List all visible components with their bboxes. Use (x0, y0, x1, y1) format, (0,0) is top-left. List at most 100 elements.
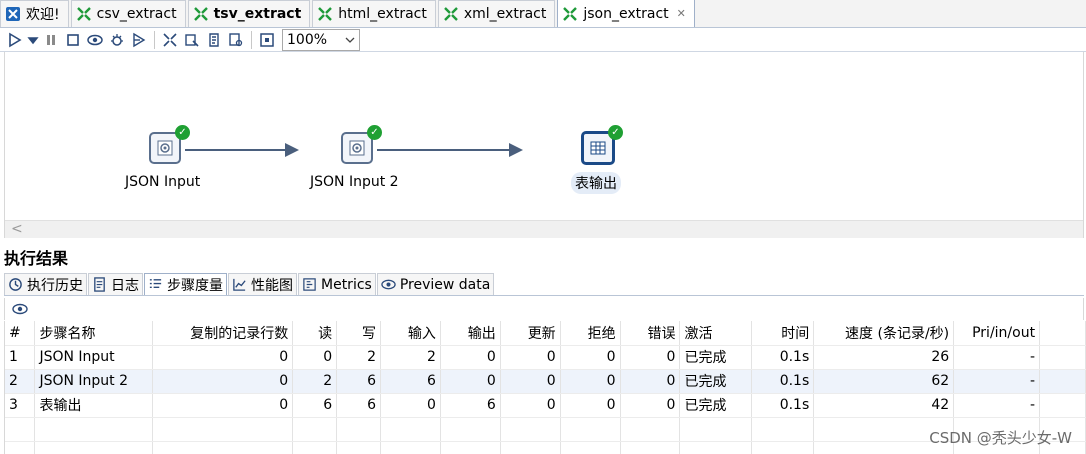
replay-button[interactable] (128, 29, 150, 51)
table-row[interactable]: 3 表输出 0 6 6 0 6 0 0 0 已完成 0.1s 42 - (5, 393, 1086, 418)
table-row[interactable]: 1 JSON Input 0 0 2 2 0 0 0 0 已完成 0.1s 26… (5, 345, 1086, 370)
table-cell: 6 (440, 393, 501, 418)
pause-icon (47, 34, 55, 45)
chevron-down-icon (345, 37, 355, 43)
table-cell-filler (1039, 345, 1086, 370)
tab-label: 日志 (111, 277, 139, 294)
step-json-input-2[interactable] (341, 132, 373, 164)
table-cell: 0.1s (751, 369, 815, 394)
column-header-filler (1039, 321, 1086, 346)
stop-button[interactable] (62, 29, 84, 51)
grid-icon (260, 32, 274, 47)
hop-arrow[interactable] (377, 143, 523, 157)
table-cell: 26 (813, 345, 955, 370)
table-cell: 2 (292, 369, 338, 394)
tab-html-extract[interactable]: html_extract (312, 0, 436, 27)
pause-button[interactable] (40, 29, 62, 51)
column-header[interactable]: 速度 (条记录/秒) (813, 321, 955, 346)
column-header[interactable]: 复制的记录行数 (152, 321, 294, 346)
sql-button[interactable] (203, 29, 225, 51)
run-options-dropdown[interactable] (26, 29, 40, 51)
impact-icon (185, 33, 199, 47)
table-cell: 0 (560, 369, 621, 394)
verify-button[interactable] (159, 29, 181, 51)
table-row[interactable]: 2 JSON Input 2 0 2 6 6 0 0 0 0 已完成 0.1s … (5, 369, 1086, 394)
transformation-icon (76, 6, 92, 22)
success-check-icon: ✓ (175, 125, 190, 140)
column-header[interactable]: 输出 (440, 321, 501, 346)
table-cell: - (953, 393, 1041, 418)
grid-toggle-button[interactable] (256, 29, 278, 51)
table-cell: 0 (152, 393, 294, 418)
table-cell: 0.1s (751, 393, 815, 418)
column-header[interactable]: # (5, 321, 36, 346)
column-header[interactable]: 激活 (679, 321, 753, 346)
tab-log[interactable]: 日志 (88, 273, 143, 295)
table-cell: 1 (5, 345, 36, 370)
column-header[interactable]: 输入 (380, 321, 441, 346)
step-metrics-table-container: # 步骤名称 复制的记录行数 读 写 输入 输出 更新 拒绝 错误 激活 时间 … (4, 321, 1086, 454)
column-header[interactable]: 错误 (620, 321, 681, 346)
transformation-icon (562, 6, 578, 22)
column-header[interactable]: 拒绝 (560, 321, 621, 346)
zoom-select[interactable]: 100% (282, 28, 360, 51)
column-header[interactable]: 读 (292, 321, 338, 346)
tab-label: 欢迎! (26, 7, 60, 23)
tab-label: csv_extract (96, 6, 177, 22)
tab-csv-extract[interactable]: csv_extract (70, 0, 186, 27)
transformation-canvas[interactable]: ✓ JSON Input ✓ JSON Input 2 ✓ 表输出 < (4, 52, 1084, 238)
tab-label: 执行历史 (27, 277, 83, 294)
step-json-input[interactable] (149, 132, 181, 164)
table-cell: 已完成 (679, 345, 753, 370)
step-metrics-table: # 步骤名称 复制的记录行数 读 写 输入 输出 更新 拒绝 错误 激活 时间 … (5, 321, 1086, 454)
json-input-icon (349, 140, 365, 156)
eye-icon[interactable] (12, 302, 28, 316)
table-cell: 0.1s (751, 345, 815, 370)
welcome-icon (5, 6, 21, 22)
close-icon[interactable]: ✕ (676, 7, 686, 20)
impact-button[interactable] (181, 29, 203, 51)
tab-step-metrics[interactable]: 步骤度量 (144, 273, 227, 295)
column-header[interactable]: 步骤名称 (34, 321, 154, 346)
step-label: 表输出 (571, 172, 621, 194)
explore-db-button[interactable] (225, 29, 247, 51)
table-cell: 0 (500, 369, 561, 394)
transformation-icon (443, 6, 459, 22)
tab-execution-history[interactable]: 执行历史 (4, 273, 87, 295)
tab-performance-chart[interactable]: 性能图 (228, 273, 297, 295)
table-cell: JSON Input 2 (34, 369, 154, 394)
hop-arrow[interactable] (185, 143, 299, 157)
metrics-icon (303, 278, 316, 291)
table-cell: 2 (380, 345, 441, 370)
watermark: CSDN @秃头少女-W (929, 429, 1072, 447)
tab-xml-extract[interactable]: xml_extract (437, 0, 556, 27)
run-button[interactable] (4, 29, 26, 51)
success-check-icon: ✓ (608, 125, 623, 140)
tab-label: Preview data (399, 276, 491, 293)
column-header[interactable]: Pri/in/out (953, 321, 1041, 346)
success-check-icon: ✓ (367, 125, 382, 140)
replay-icon (133, 32, 146, 47)
debug-button[interactable] (106, 29, 128, 51)
table-cell: 0 (292, 345, 338, 370)
tab-preview-data[interactable]: Preview data (376, 273, 495, 295)
scroll-left-icon[interactable]: < (11, 221, 23, 237)
step-label: JSON Input (125, 174, 201, 190)
table-cell: 已完成 (679, 369, 753, 394)
performance-chart-icon (233, 278, 246, 291)
table-empty-row (5, 441, 1086, 454)
column-header[interactable]: 更新 (500, 321, 561, 346)
transformation-icon (317, 6, 333, 22)
tab-welcome[interactable]: 欢迎! (0, 0, 69, 27)
tab-json-extract[interactable]: json_extract ✕ (557, 0, 695, 27)
column-header[interactable]: 写 (336, 321, 382, 346)
tab-metrics[interactable]: Metrics (298, 273, 376, 295)
table-header-row: # 步骤名称 复制的记录行数 读 写 输入 输出 更新 拒绝 错误 激活 时间 … (5, 321, 1086, 346)
table-cell-filler (1039, 369, 1086, 394)
tab-tsv-extract[interactable]: tsv_extract (187, 0, 311, 27)
verify-icon (163, 32, 177, 47)
column-header[interactable]: 时间 (751, 321, 815, 346)
preview-button[interactable] (84, 29, 106, 51)
canvas-horizontal-scrollbar[interactable]: < (5, 220, 1083, 238)
table-cell: - (953, 345, 1041, 370)
